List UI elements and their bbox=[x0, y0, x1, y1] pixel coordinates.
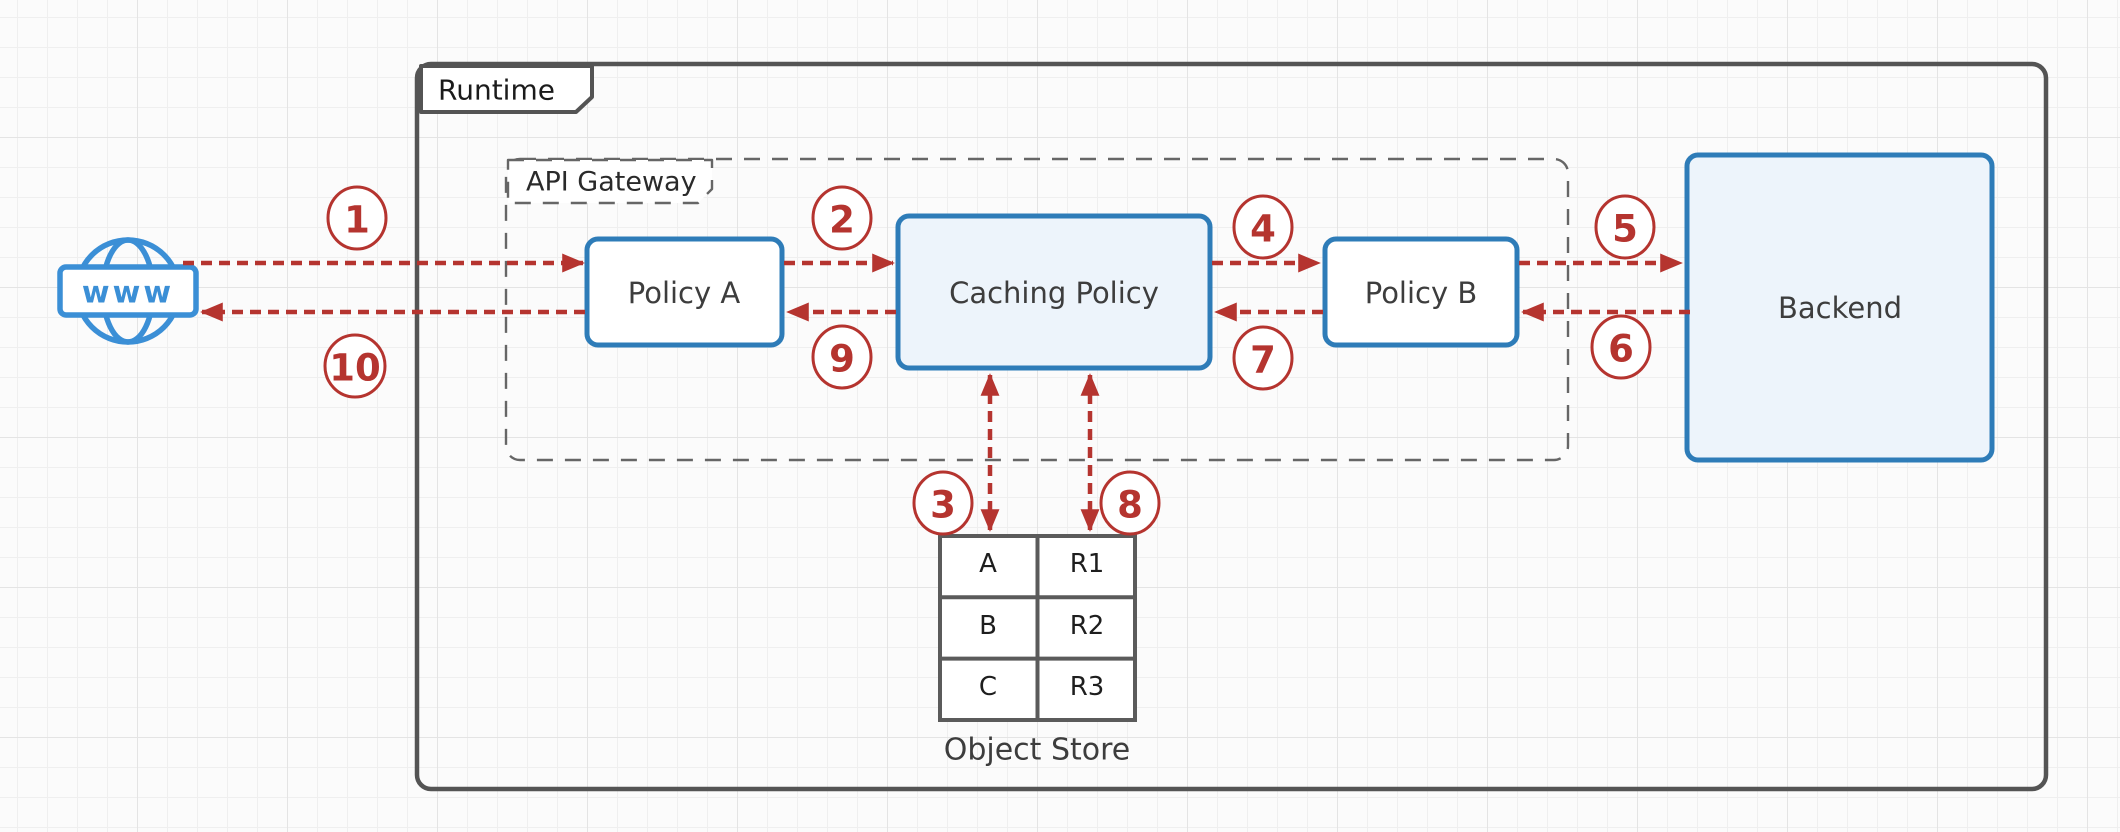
step-badge-4: 4 bbox=[1232, 194, 1294, 260]
step-badge-5: 5 bbox=[1594, 194, 1656, 260]
table-cell: C bbox=[979, 672, 997, 702]
www-label: www bbox=[82, 276, 174, 311]
globe-band bbox=[57, 264, 199, 318]
policy-b-label: Policy B bbox=[1365, 276, 1478, 310]
step-badge-label: 7 bbox=[1250, 339, 1276, 382]
step-badge-label: 10 bbox=[329, 347, 381, 390]
table-cell: A bbox=[979, 549, 997, 579]
api-gateway-frame-tab bbox=[506, 158, 714, 205]
step-badge-9: 9 bbox=[811, 324, 873, 390]
runtime-frame-tab bbox=[419, 64, 594, 114]
step-badge-label: 5 bbox=[1612, 208, 1638, 251]
www-globe-icon: www bbox=[57, 237, 199, 345]
step-badge-3: 3 bbox=[912, 470, 974, 536]
table-cell: R2 bbox=[1070, 611, 1105, 641]
step-badge-8: 8 bbox=[1099, 470, 1161, 536]
step-badge-2: 2 bbox=[811, 185, 873, 251]
caching-policy-box bbox=[895, 213, 1213, 371]
table-cell: R1 bbox=[1070, 549, 1105, 579]
step-badge-10: 10 bbox=[323, 333, 387, 399]
step-badge-1: 1 bbox=[326, 185, 388, 251]
step-badge-label: 6 bbox=[1608, 328, 1634, 371]
policy-a-label: Policy A bbox=[628, 276, 741, 310]
api-gateway-frame-border bbox=[504, 157, 1570, 462]
object-store-label: Object Store bbox=[944, 733, 1131, 768]
step-badge-7: 7 bbox=[1232, 325, 1294, 391]
runtime-frame: Runtime bbox=[414, 61, 2049, 792]
policy-a-node: Policy A bbox=[584, 236, 785, 348]
step-badge-6: 6 bbox=[1590, 314, 1652, 380]
step-badge-label: 8 bbox=[1117, 484, 1143, 527]
step-badge-label: 4 bbox=[1250, 208, 1276, 251]
backend-box bbox=[1684, 152, 1995, 463]
step-badge-label: 2 bbox=[829, 199, 855, 242]
caching-policy-node: Caching Policy bbox=[895, 213, 1213, 371]
step-badge-label: 9 bbox=[829, 338, 855, 381]
table-cell: R3 bbox=[1070, 672, 1105, 702]
policy-b-node: Policy B bbox=[1322, 236, 1520, 348]
step-badge-label: 1 bbox=[344, 199, 370, 242]
backend-label: Backend bbox=[1778, 291, 1902, 325]
runtime-frame-border bbox=[414, 61, 2049, 792]
step-badge-label: 3 bbox=[930, 484, 956, 527]
table-cell: B bbox=[979, 611, 997, 641]
api-gateway-frame: API Gateway bbox=[504, 157, 1570, 462]
caching-policy-label: Caching Policy bbox=[949, 276, 1159, 310]
backend-node: Backend bbox=[1684, 152, 1995, 463]
runtime-frame-label: Runtime bbox=[438, 74, 555, 107]
policy-a-box bbox=[584, 236, 785, 348]
api-gateway-frame-label: API Gateway bbox=[526, 167, 697, 198]
object-store-table: A R1 B R2 C R3 Object Store bbox=[938, 534, 1137, 768]
policy-b-box bbox=[1322, 236, 1520, 348]
